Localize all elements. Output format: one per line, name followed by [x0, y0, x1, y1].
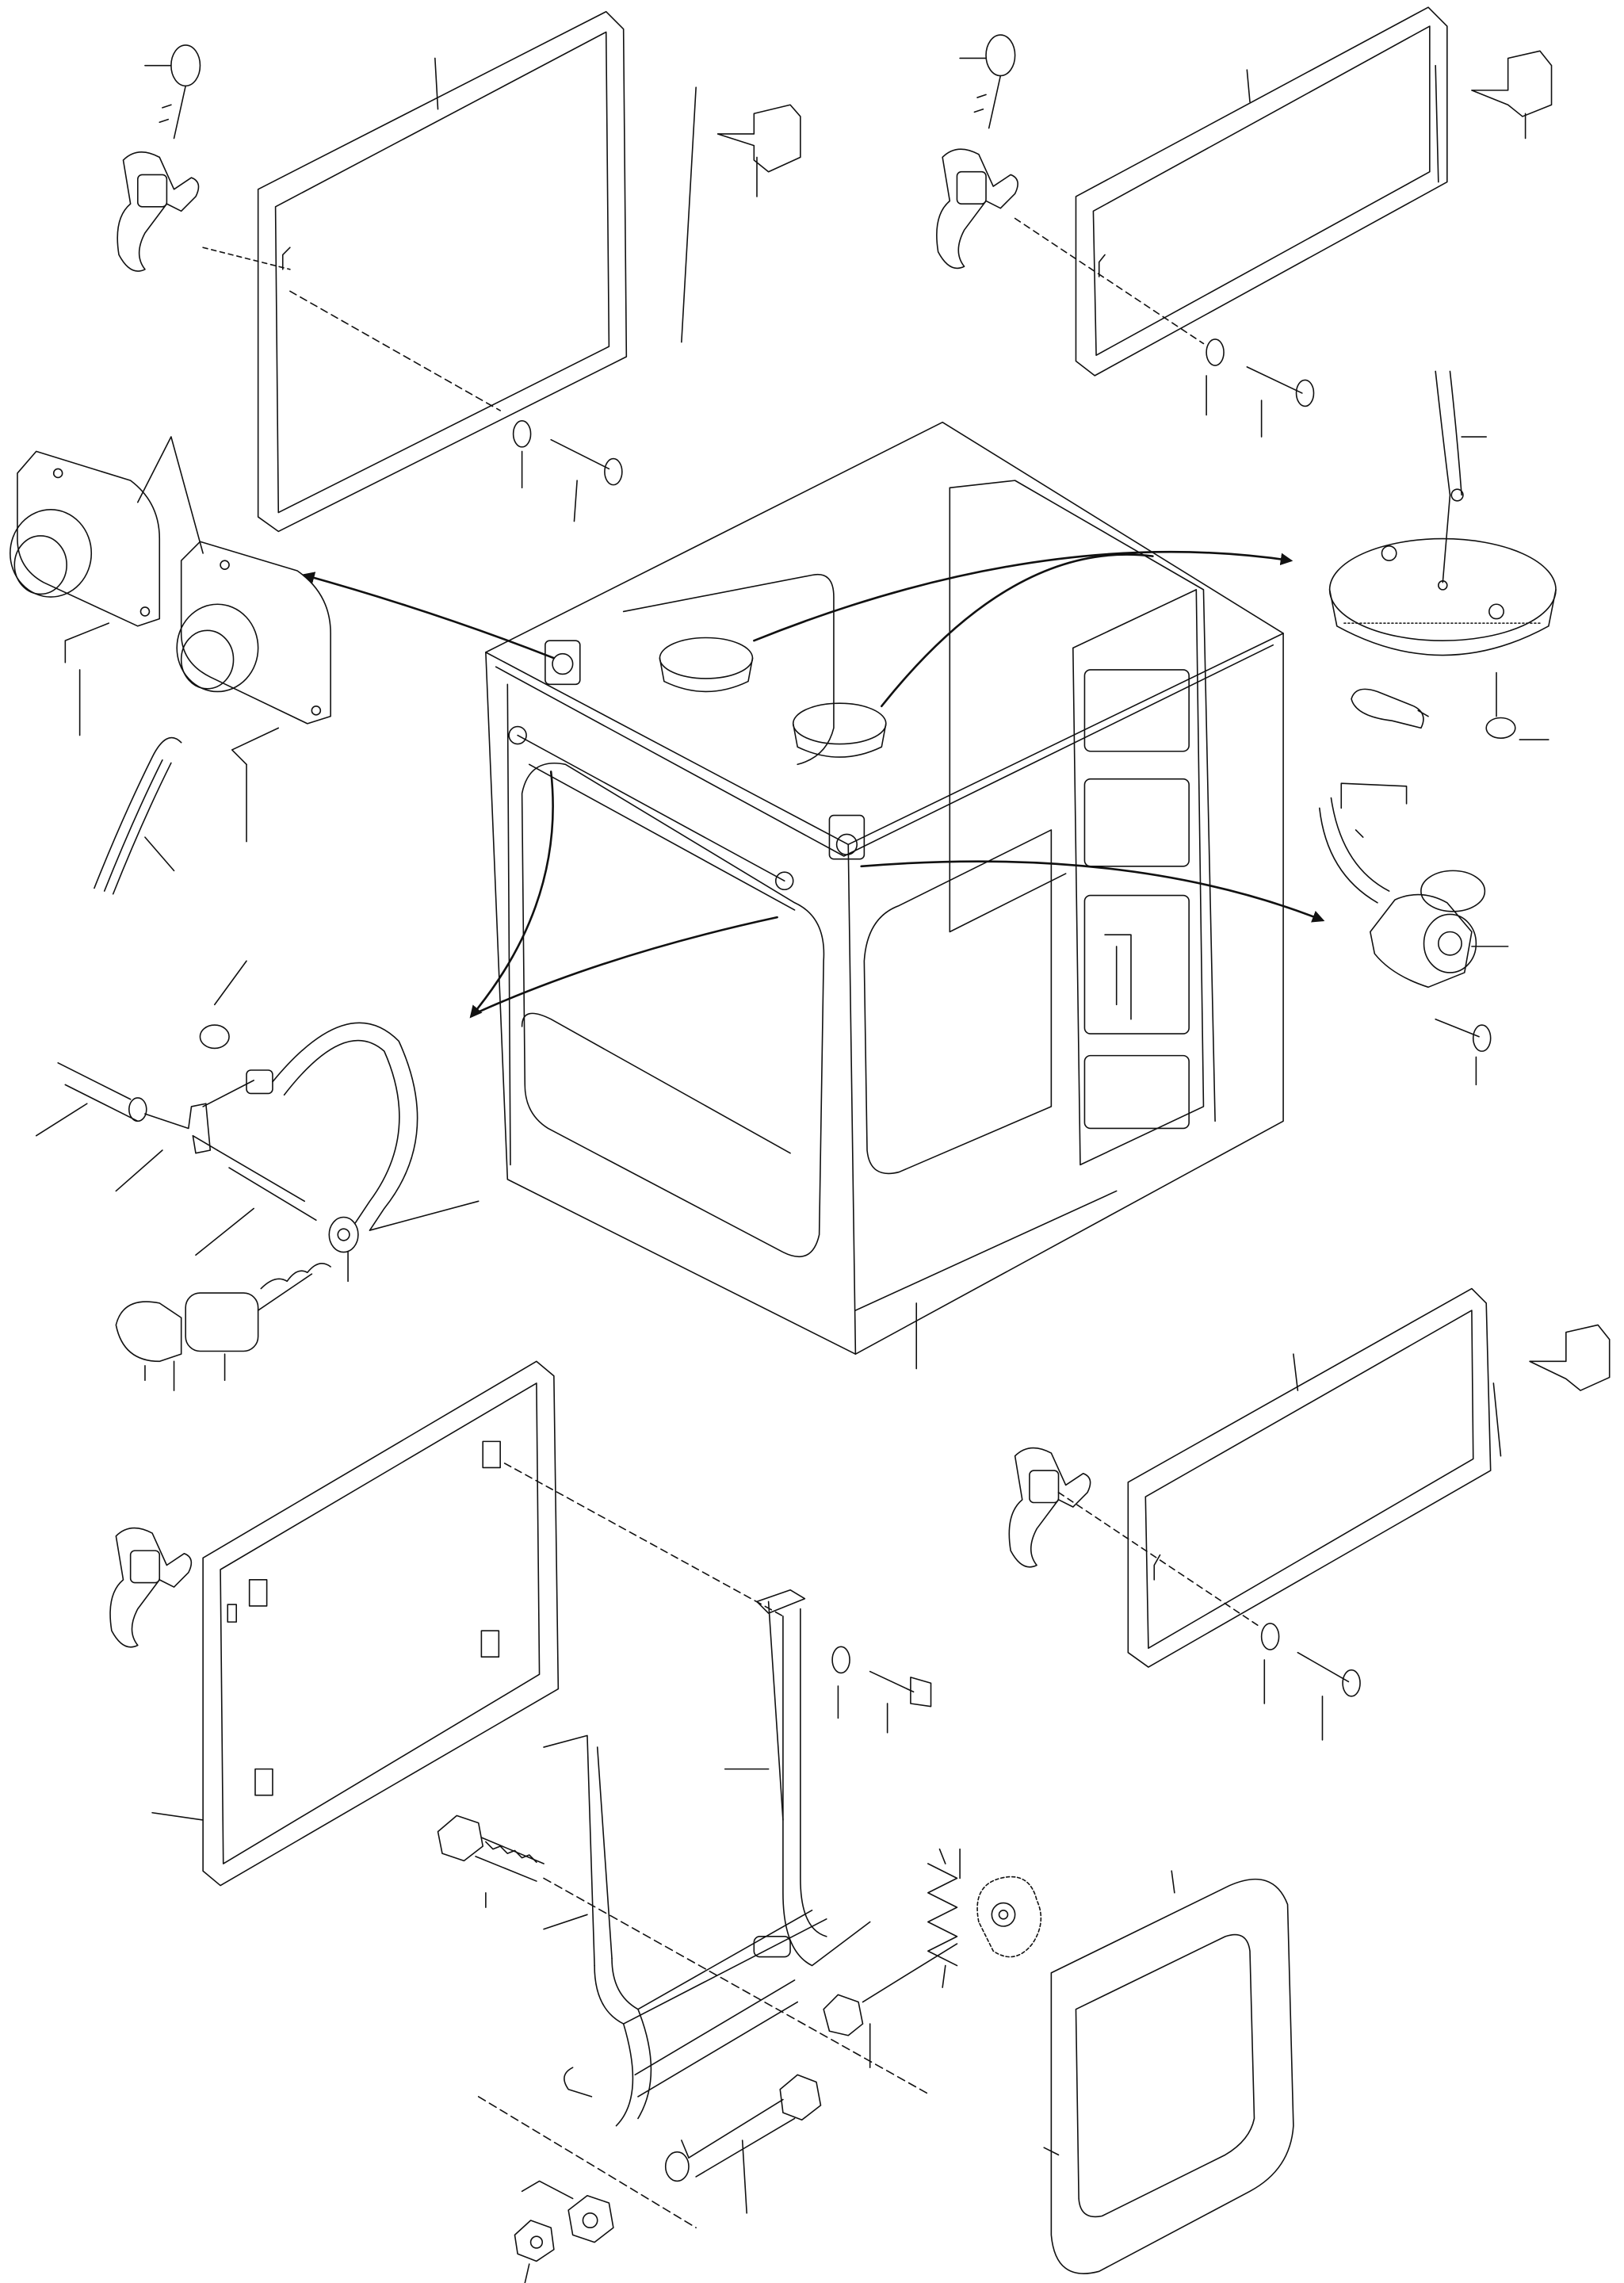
key — [145, 45, 201, 139]
spring — [928, 1849, 960, 1987]
seat-cushion — [1044, 1871, 1293, 2273]
door-glass-top-left — [203, 12, 696, 532]
door-glass-bottom-left — [152, 1361, 783, 1885]
screw-with-washer — [1486, 673, 1549, 740]
washer-hose-assembly — [116, 1264, 331, 1390]
screw-with-washer — [514, 421, 622, 522]
bolts-and-nuts — [514, 2181, 613, 2283]
screw-with-washer — [1435, 1019, 1491, 1085]
striker-bracket — [1472, 51, 1552, 138]
screw-with-washer — [832, 1646, 930, 1732]
power-socket — [1320, 783, 1508, 987]
door-latch — [1009, 1448, 1090, 1567]
door-glass-top-right — [1015, 7, 1447, 376]
striker-bracket — [1530, 1325, 1610, 1390]
cab-body — [486, 423, 1283, 1369]
bolts-and-nuts — [479, 2075, 821, 2228]
key — [960, 35, 1015, 128]
bulb — [1351, 689, 1428, 728]
dome-light — [1330, 371, 1556, 655]
connection-arrows — [300, 546, 1327, 1020]
door-latch — [937, 149, 1018, 268]
screw-with-washer — [1206, 339, 1313, 437]
speaker — [138, 437, 331, 842]
door-latch — [117, 152, 198, 271]
speaker — [10, 451, 159, 735]
speaker-wires — [94, 738, 182, 894]
bolts-and-nuts — [823, 1877, 1041, 2068]
door-hold-open-arm — [544, 1590, 870, 2126]
side-glass-right — [1059, 1289, 1501, 1668]
screw-with-washer — [1262, 1623, 1360, 1740]
washer-hose-assembly — [36, 961, 479, 1281]
bolts-and-nuts — [438, 1815, 927, 2094]
striker-bracket — [718, 105, 801, 197]
door-latch — [110, 1528, 191, 1647]
